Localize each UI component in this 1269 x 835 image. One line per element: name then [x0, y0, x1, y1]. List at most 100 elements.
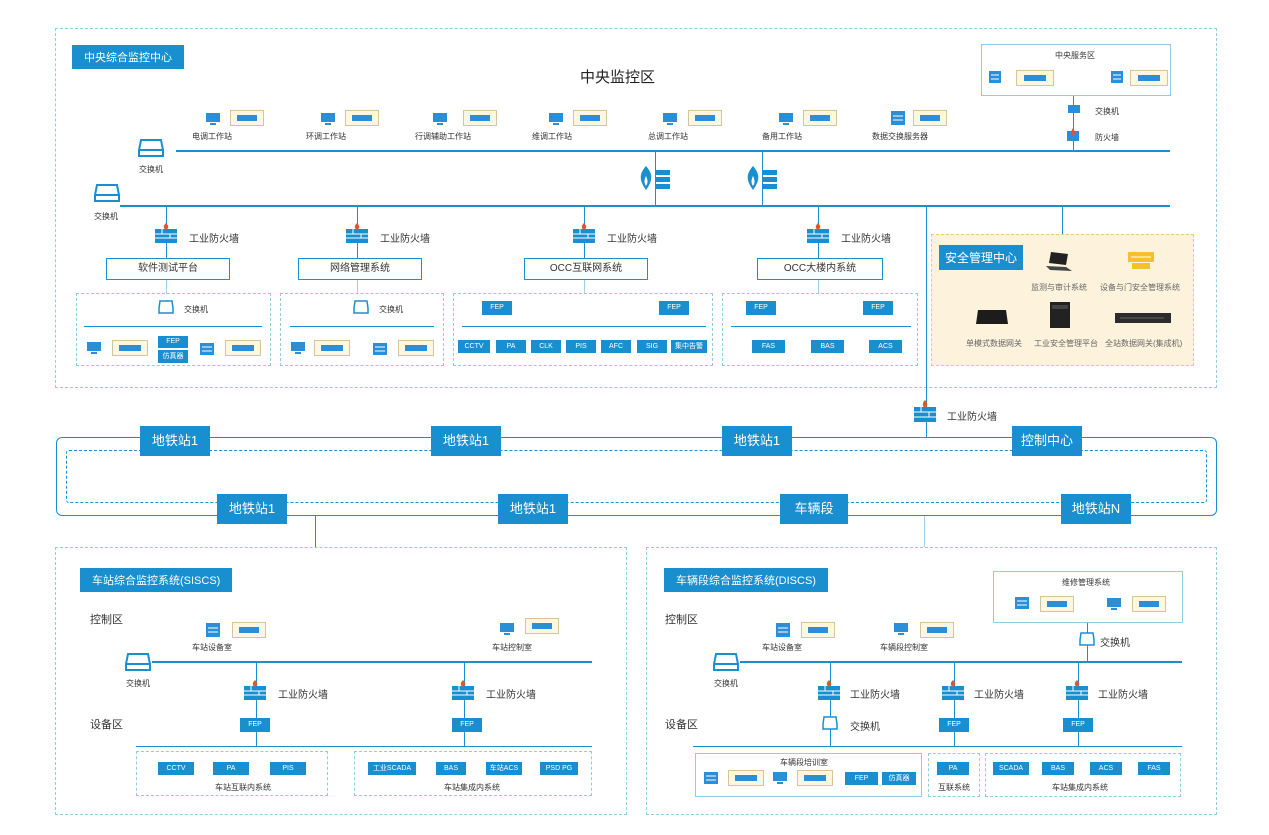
control-bus	[152, 661, 592, 663]
control-zone-label: 控制区	[665, 614, 698, 626]
sub-bus	[290, 326, 434, 327]
workstation-icon	[772, 771, 788, 785]
switch-icon	[713, 652, 739, 672]
sub-bus	[731, 326, 911, 327]
switch-icon	[1067, 104, 1081, 114]
firewall-label: 工业防火墙	[974, 690, 1024, 701]
occ-bldg-item: ACS	[869, 340, 902, 353]
workstation-icon	[1106, 597, 1122, 611]
fw-drop	[256, 662, 257, 746]
sys-drop	[584, 280, 585, 294]
interconnect-item: CCTV	[158, 762, 194, 775]
station-node: 地铁站1	[140, 426, 210, 456]
fep-box: FEP	[158, 336, 188, 348]
screen-icon	[345, 110, 379, 126]
sys-drop	[166, 280, 167, 294]
station-node: 车辆段	[780, 494, 848, 524]
firewall-label: 工业防火墙	[278, 690, 328, 701]
occ-net-item: PIS	[566, 340, 596, 353]
occ-net-item: CCTV	[458, 340, 490, 353]
server-icon	[988, 70, 1002, 84]
station-node: 地铁站1	[431, 426, 501, 456]
fep-box: FEP	[746, 301, 776, 315]
sub-bus	[84, 326, 262, 327]
switch-label: 交换机	[126, 679, 150, 688]
workstation-label: 备用工作站	[762, 132, 802, 141]
system-box: OCC大楼内系统	[757, 258, 883, 280]
switch-icon	[353, 300, 369, 314]
firewall-label: 工业防火墙	[607, 234, 657, 245]
equipment-room-label: 车站设备室	[762, 643, 802, 652]
workstation-bus	[176, 150, 1170, 152]
interconnect-item: PA	[213, 762, 249, 775]
workstation-icon	[499, 622, 515, 636]
sub-switch-label: 交换机	[379, 305, 403, 314]
service-link	[1073, 96, 1074, 152]
ring-downlink	[924, 516, 925, 547]
ring-downlink	[315, 516, 316, 547]
server-icon	[1014, 596, 1030, 610]
workstation-icon	[893, 622, 909, 636]
firewall-icon	[345, 223, 371, 245]
screen-icon	[688, 110, 722, 126]
training-fep-box: FEP	[845, 772, 878, 785]
firewall-icon	[154, 223, 180, 245]
fep-box: FEP	[1063, 718, 1093, 732]
siscs-tag: 车站综合监控系统(SISCS)	[80, 568, 233, 592]
integrated-item: PSD PG	[540, 762, 578, 775]
firewall-icon	[817, 680, 843, 702]
interconnect-label: 互联系统	[938, 783, 970, 792]
device-bus	[136, 746, 592, 747]
firewall-label: 工业防火墙	[841, 234, 891, 245]
sub-panel	[453, 293, 713, 366]
occ-net-item: PA	[496, 340, 526, 353]
fw-link	[655, 152, 656, 206]
screen-icon	[525, 618, 559, 634]
screen-icon	[728, 770, 764, 786]
emulator-box: 仿真器	[882, 772, 916, 785]
control-room-label: 车站控制室	[492, 643, 532, 652]
screen-icon	[1016, 70, 1054, 86]
firewall-icon	[806, 223, 832, 245]
sub-panel	[76, 293, 271, 366]
screen-icon	[1040, 596, 1074, 612]
fep-box: FEP	[659, 301, 689, 315]
station-node: 地铁站N	[1061, 494, 1131, 524]
server-icon	[703, 771, 719, 785]
sys-drop	[818, 280, 819, 294]
interconnect-label: 车站互联内系统	[215, 783, 271, 792]
switch-icon	[158, 300, 174, 314]
integrated-item: 车站ACS	[486, 762, 522, 775]
sub-bus	[462, 326, 706, 327]
training-panel	[695, 753, 922, 797]
workstation-label: 行调辅助工作站	[415, 132, 471, 141]
device-bus	[693, 746, 1182, 747]
firewall-icon	[743, 164, 779, 192]
workstation-label: 电调工作站	[192, 132, 232, 141]
integrated-item: BAS	[1042, 762, 1074, 775]
security-title: 安全管理中心	[939, 245, 1024, 270]
interconnect-panel	[928, 753, 980, 797]
screen-icon	[797, 770, 833, 786]
service-switch-label: 交换机	[1095, 107, 1119, 116]
equipment-room-label: 车站设备室	[192, 643, 232, 652]
server-icon	[372, 342, 388, 356]
interconnect-item: PA	[937, 762, 969, 775]
integrated-item: 工业SCADA	[368, 762, 416, 775]
ring-uplink	[926, 206, 927, 438]
workstation-label: 数据交换服务器	[872, 132, 928, 141]
switch-icon	[822, 716, 838, 730]
workstation-icon	[205, 112, 221, 126]
maintenance-label: 维修管理系统	[1062, 578, 1110, 587]
occ-bldg-item: BAS	[811, 340, 844, 353]
fw-drop	[830, 662, 831, 746]
occ-net-item: 集中告警	[671, 340, 707, 353]
integrated-label: 车站集成内系统	[1052, 783, 1108, 792]
station-node: 地铁站1	[217, 494, 287, 524]
central-zone-title: 中央监控区	[580, 69, 656, 86]
firewall-icon	[941, 680, 967, 702]
siscs-frame	[55, 547, 627, 815]
sub-switch-label: 交换机	[850, 722, 880, 733]
emulator-box: 仿真器	[158, 350, 188, 363]
central-frame	[55, 28, 1217, 388]
